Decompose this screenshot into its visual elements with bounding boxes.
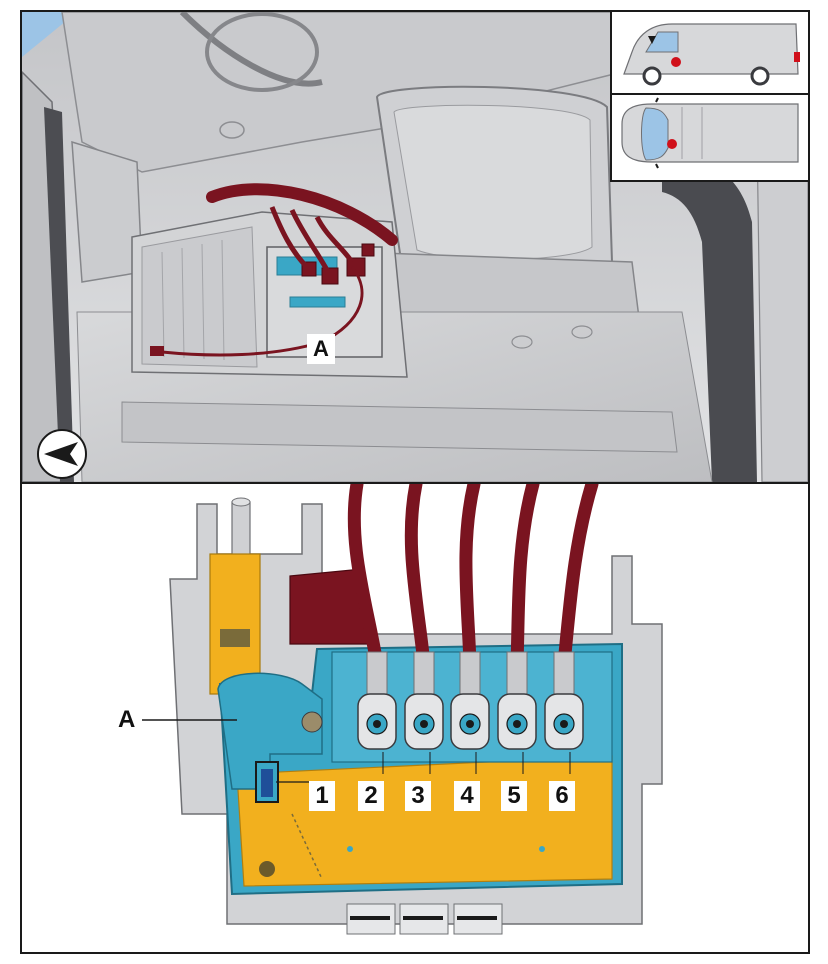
- van-side-and-top-view: [612, 23, 808, 169]
- terminal-stud-2: [347, 484, 397, 774]
- terminal-stud-3: [404, 484, 444, 774]
- fuse-number-1: 1: [309, 781, 335, 811]
- top-callout-a-label: A: [313, 336, 329, 361]
- fuse-number-6: 6: [549, 781, 575, 811]
- callout-a-leader: [142, 719, 322, 783]
- vehicle-interior-view: A: [22, 12, 808, 484]
- fuse-number-4: 4: [454, 781, 480, 811]
- fuse-number-2: 2: [358, 781, 384, 811]
- fuse-number-3: 3: [405, 781, 431, 811]
- location-marker-side: [671, 57, 681, 67]
- diagram-frame: A: [20, 10, 810, 954]
- location-marker-top: [667, 139, 677, 149]
- fuse-number-5: 5: [501, 781, 527, 811]
- terminal-group: [347, 484, 599, 774]
- terminal-stud-5: [497, 484, 540, 774]
- terminal-stud-4: [450, 484, 490, 774]
- vehicle-locator-inset: [610, 12, 808, 182]
- terminal-stud-6: [544, 484, 599, 774]
- callout-a-label: A: [118, 706, 136, 733]
- top-callout-a: A: [307, 334, 335, 364]
